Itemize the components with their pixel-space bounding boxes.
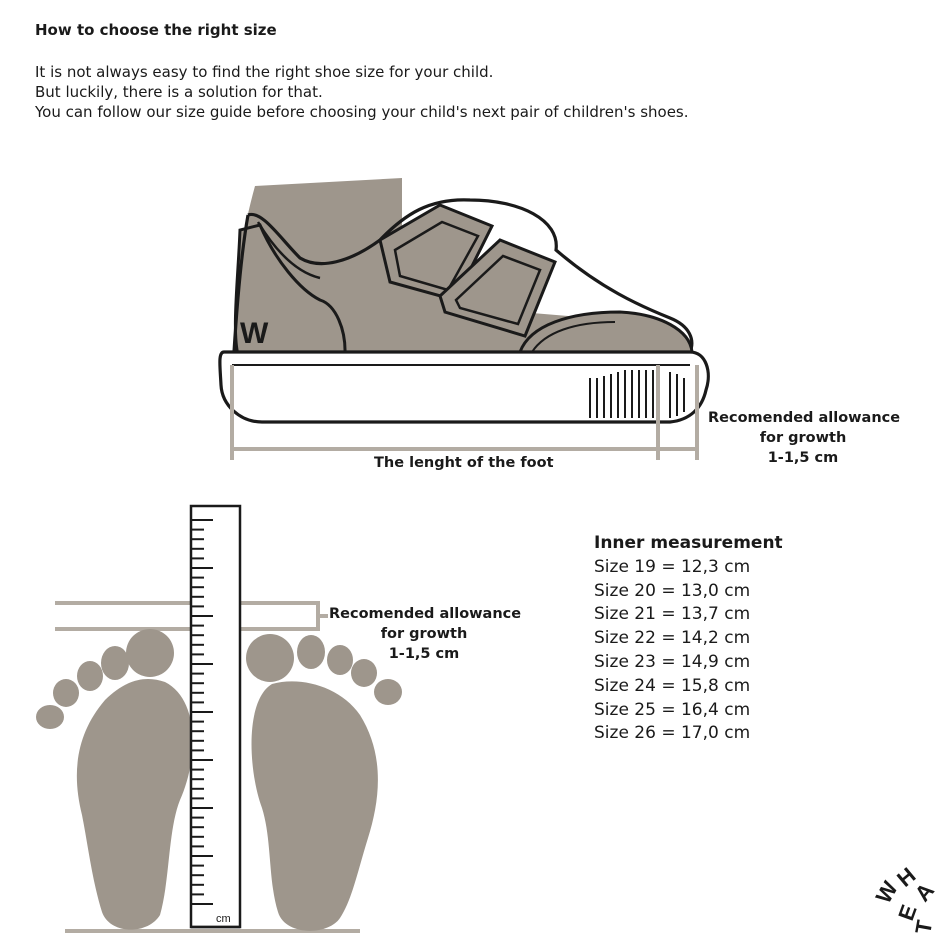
page-title: How to choose the right size bbox=[35, 21, 277, 39]
size-row: Size 23 = 14,9 cm bbox=[594, 651, 751, 672]
intro-line: It is not always easy to find the right … bbox=[35, 63, 494, 81]
allowance-line: for growth bbox=[380, 626, 468, 642]
intro-line: You can follow our size guide before cho… bbox=[35, 103, 689, 121]
allowance-line: 1-1,5 cm bbox=[388, 646, 460, 662]
size-row: Size 24 = 15,8 cm bbox=[594, 675, 751, 696]
allowance-line: for growth bbox=[759, 430, 847, 446]
size-row: Size 19 = 12,3 cm bbox=[594, 556, 751, 577]
ruler-unit: cm bbox=[216, 913, 231, 925]
svg-text:T: T bbox=[910, 918, 937, 936]
size-row: Size 22 = 14,2 cm bbox=[594, 628, 751, 649]
allowance-line: 1-1,5 cm bbox=[767, 450, 839, 466]
inner-measurement-title: Inner measurement bbox=[594, 533, 783, 553]
size-row: Size 21 = 13,7 cm bbox=[594, 604, 751, 625]
shoe-logo: W bbox=[240, 317, 269, 350]
foot-silhouette bbox=[234, 178, 658, 362]
inner-measurement: Inner measurement Size 19 = 12,3 cm Size… bbox=[594, 532, 783, 746]
allowance-line: Recomended allowance bbox=[708, 410, 901, 426]
size-row: Size 26 = 17,0 cm bbox=[594, 723, 751, 744]
feet-allowance-label: Recomended allowance for growth 1-1,5 cm bbox=[329, 604, 522, 664]
shoe-allowance-label: Recomended allowance for growth 1-1,5 cm bbox=[708, 408, 901, 468]
allowance-line: Recomended allowance bbox=[329, 606, 522, 622]
intro-text: It is not always easy to find the right … bbox=[35, 62, 689, 122]
size-row: Size 20 = 13,0 cm bbox=[594, 580, 751, 601]
size-row: Size 25 = 16,4 cm bbox=[594, 699, 751, 720]
foot-length-label: The lenght of the foot bbox=[374, 455, 554, 471]
intro-line: But luckily, there is a solution for tha… bbox=[35, 83, 323, 101]
